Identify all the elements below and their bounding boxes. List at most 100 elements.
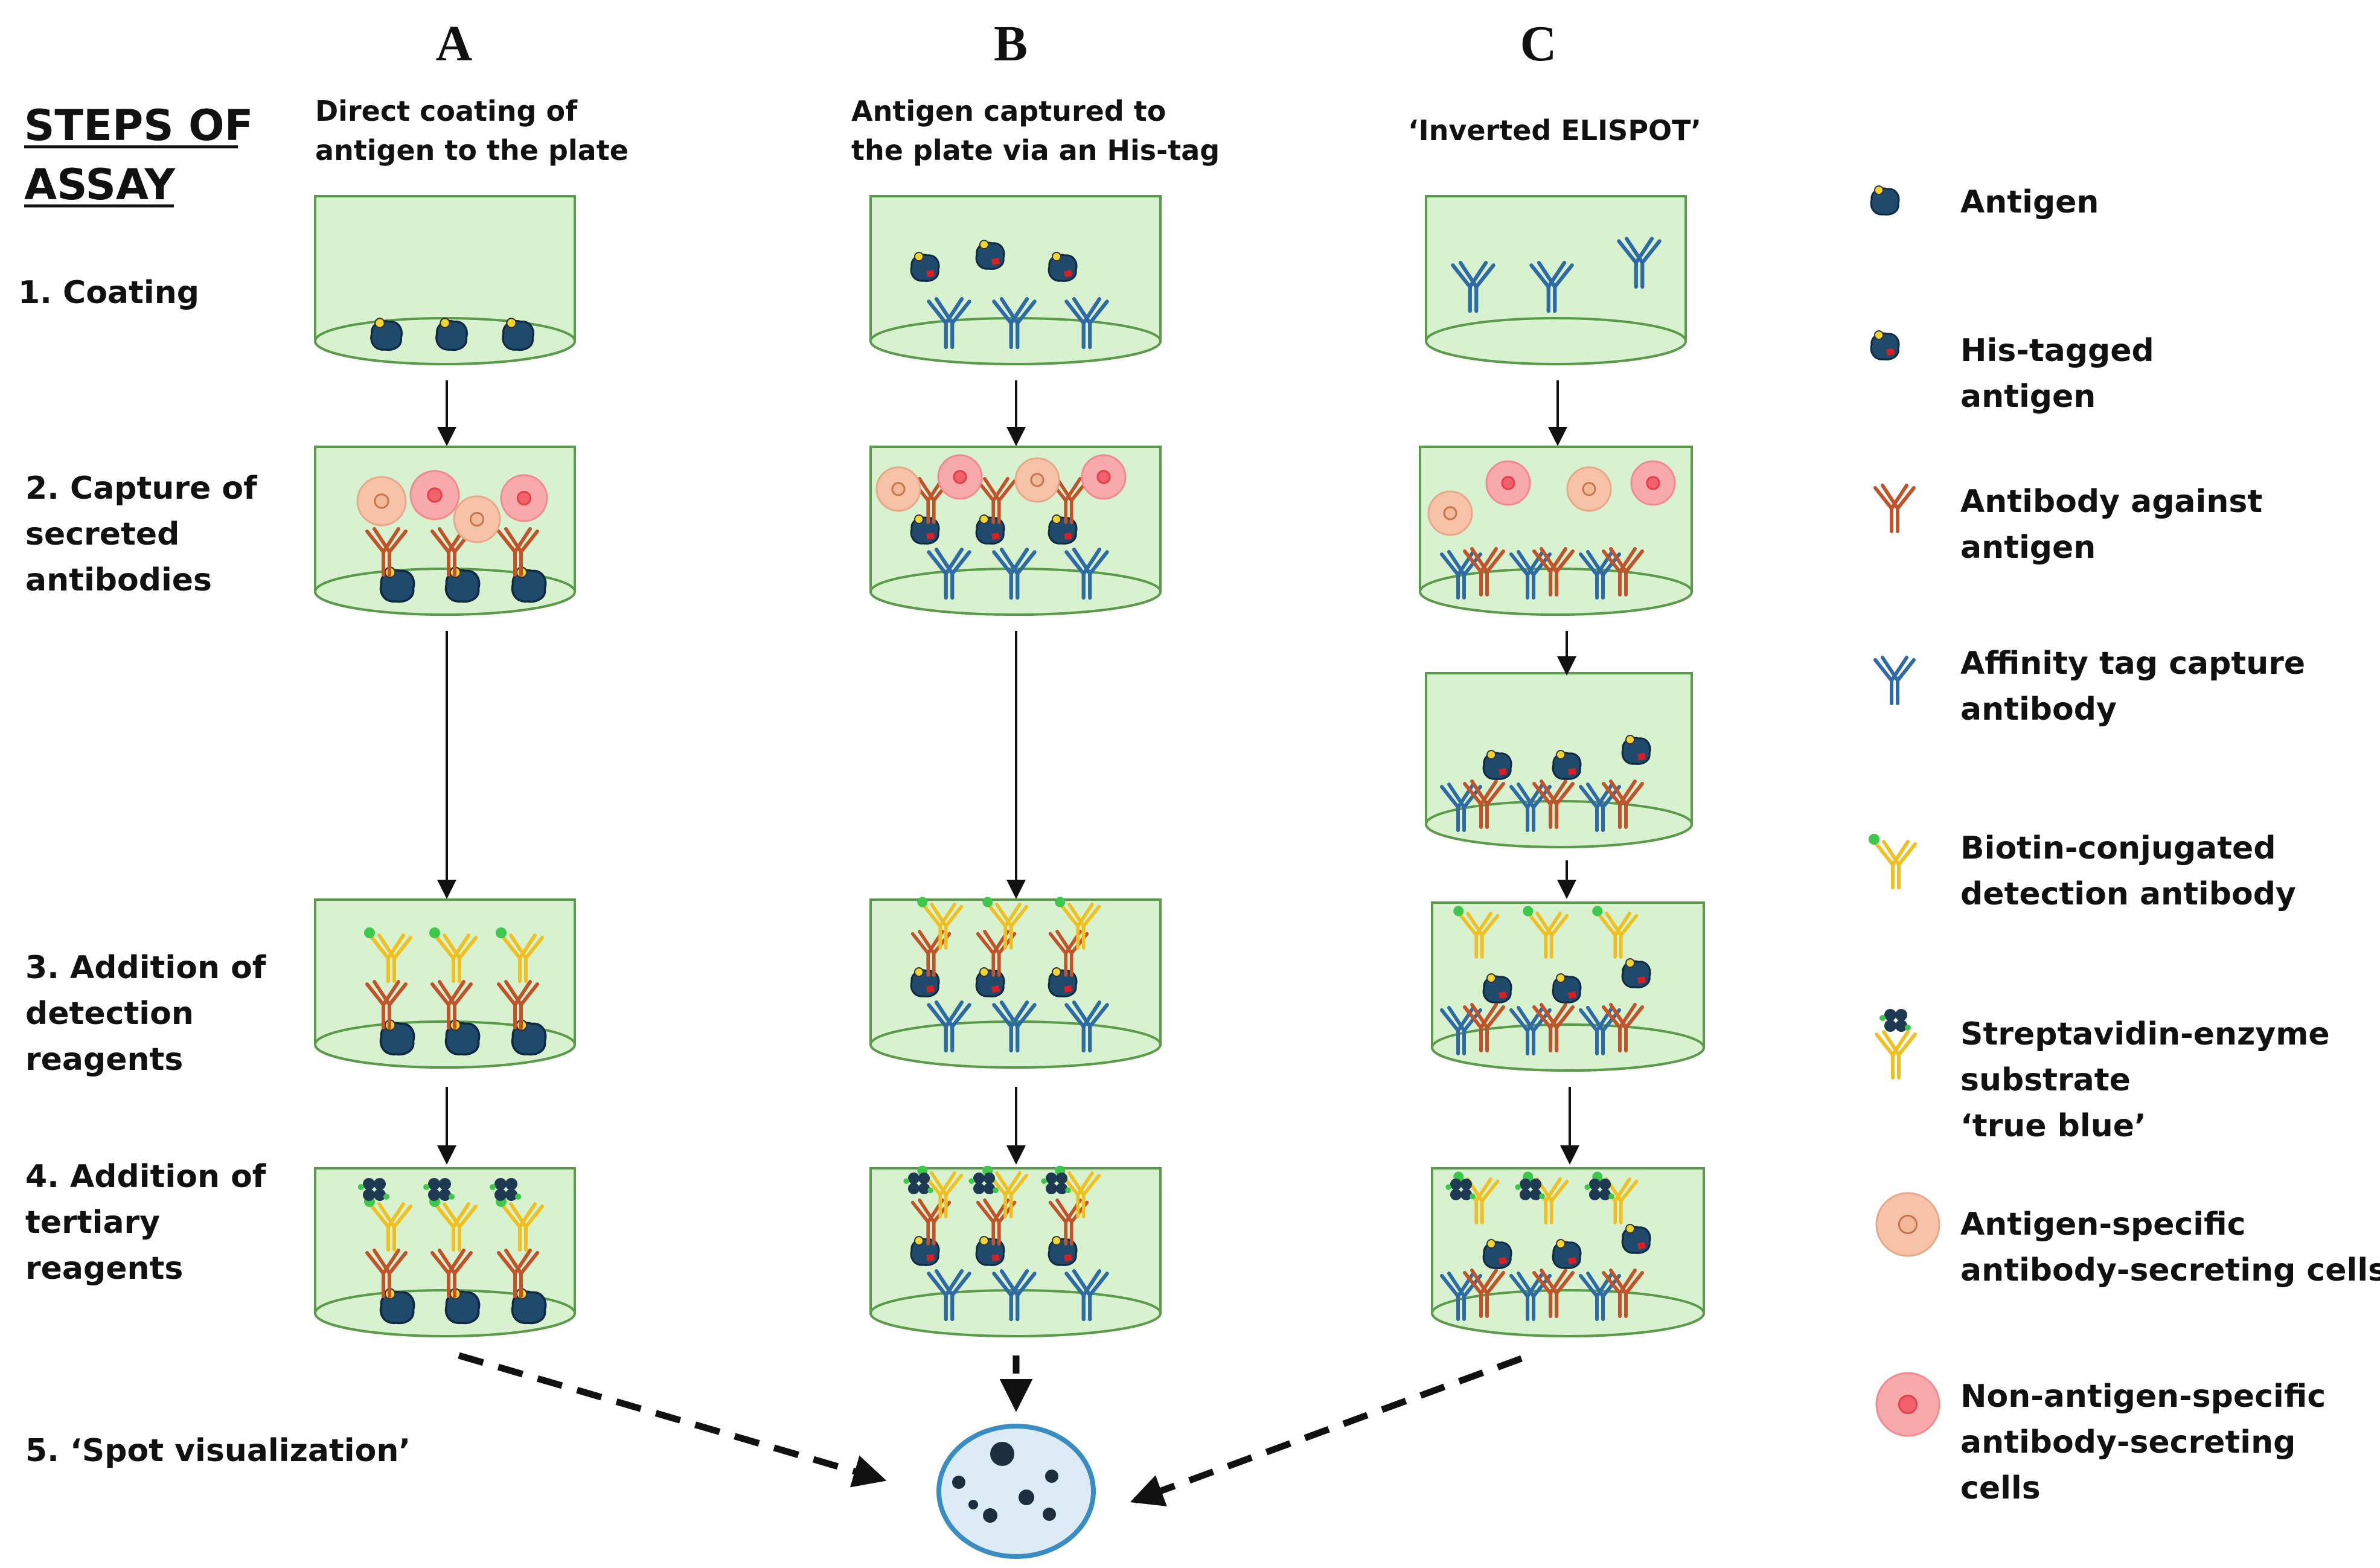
streptavidin-enzyme	[1445, 1178, 1476, 1201]
streptavidin-enzyme	[903, 1172, 933, 1195]
his-tagged-antigen	[1552, 973, 1582, 1003]
antibody-against-antigen	[1602, 779, 1644, 829]
antigen-specific-cell-icon	[1875, 1192, 1940, 1257]
non-specific-cell-icon	[1875, 1372, 1940, 1437]
antibody-against-antigen	[1532, 779, 1575, 829]
capture-antibody	[992, 548, 1037, 600]
legend-nonspecific-cell-label-line2: antibody-secreting	[1960, 1424, 2295, 1461]
column-b-subtitle-line2: the plate via an His-tag	[851, 134, 1220, 167]
column-b-subtitle-line1: Antigen captured to	[851, 95, 1166, 127]
biotin-detection-antibody	[1523, 906, 1569, 959]
column-letter-b: B	[994, 16, 1028, 72]
step-5-line1: 5. ‘Spot visualization’	[25, 1433, 411, 1469]
capture-antibody	[992, 1000, 1037, 1053]
legend-specific-cell-label-line2: antibody-secreting cells	[1960, 1252, 2380, 1288]
streptavidin-enzyme	[490, 1178, 521, 1201]
spot-dish-plate	[936, 1424, 1096, 1559]
spot	[1019, 1490, 1034, 1505]
step-2-line2: secreted	[25, 516, 179, 552]
antigen	[379, 1019, 415, 1056]
assay-title-line1: STEPS OF	[24, 101, 253, 150]
antigen	[511, 1288, 547, 1325]
capture-antibody-icon	[1873, 656, 1916, 705]
assay-title-line2: ASSAY	[24, 160, 176, 210]
his-tagged-antigen	[1482, 750, 1512, 780]
antibody-against-antigen	[497, 1249, 539, 1298]
spot	[1045, 1470, 1058, 1483]
antigen	[379, 566, 415, 603]
spot	[1043, 1508, 1056, 1521]
capture-antibody	[1509, 782, 1552, 832]
spot	[952, 1476, 965, 1489]
well-c-step-1	[1425, 195, 1687, 365]
streptavidin-enzyme	[423, 1178, 455, 1201]
step-1-line1: 1. Coating	[18, 275, 199, 311]
biotin-detection-antibody	[364, 1196, 412, 1252]
well-c-step-4	[1431, 901, 1705, 1072]
capture-antibody	[1064, 1000, 1109, 1053]
antigen-icon	[1870, 185, 1900, 216]
assay-title: STEPS OF ASSAY	[24, 101, 253, 210]
dashed-arrow-c-to-spot	[1130, 1355, 1523, 1506]
process-arrows	[437, 380, 1579, 1506]
streptavidin-cluster	[1879, 1009, 1911, 1032]
capture-antibody	[927, 548, 971, 600]
biotin-detection-antibody	[429, 927, 478, 983]
his-tagged-antigen	[1621, 1224, 1651, 1254]
capture-antibody	[1451, 261, 1495, 313]
step-2-line3: antibodies	[25, 562, 212, 598]
antigen-specific-cell	[356, 476, 407, 526]
his-tagged-antigen	[975, 240, 1005, 270]
his-tagged-antigen	[1621, 958, 1651, 988]
legend-nonspecific-cell-label-line1: Non-antigen-specific	[1960, 1378, 2326, 1415]
capture-antibody	[1064, 1269, 1109, 1322]
legend-antibody-label-line1: Antibody against	[1960, 484, 2262, 520]
antigen-specific-cell	[1427, 490, 1473, 536]
capture-antibody	[1064, 297, 1109, 350]
streptavidin-enzyme	[968, 1172, 999, 1195]
legend-icons	[1869, 185, 1940, 1437]
biotin-detection-antibody	[496, 927, 544, 983]
non-antigen-specific-cell	[1630, 460, 1676, 506]
biotin-detection-antibody	[1592, 906, 1639, 959]
non-antigen-specific-cell	[1081, 454, 1127, 500]
biotin-detection-antibody	[917, 897, 964, 950]
legend-capture-label-line2: antibody	[1960, 691, 2117, 728]
antibody-against-antigen	[1463, 1003, 1505, 1052]
antigen	[502, 318, 534, 351]
antigen	[511, 1019, 547, 1056]
column-a-subtitle-line2: antigen to the plate	[315, 134, 629, 167]
antigen	[444, 1019, 481, 1056]
spot-visualization-dish	[936, 1424, 1096, 1559]
legend-specific-cell-label-line1: Antigen-specific	[1960, 1206, 2246, 1243]
antibody-against-antigen-icon	[1873, 484, 1916, 533]
his-tagged-antigen	[975, 514, 1005, 545]
step-3-line2: detection	[25, 996, 194, 1032]
legend-capture-label-line1: Affinity tag capture	[1960, 645, 2305, 682]
step-3-line3: reagents	[25, 1042, 183, 1078]
biotin-detection-antibody	[364, 927, 412, 983]
well-b-step-3	[869, 897, 1162, 1069]
capture-antibody	[927, 297, 971, 350]
his-tagged-antigen	[1048, 1236, 1078, 1266]
antigen	[435, 318, 468, 351]
legend: Antigen His-tagged antigen Antibody agai…	[1869, 184, 2380, 1506]
his-tagged-antigen	[1482, 1239, 1512, 1269]
column-a-subtitle-line1: Direct coating of	[315, 95, 578, 127]
well-a-step-1	[314, 195, 576, 365]
streptavidin-enzyme	[1041, 1172, 1071, 1195]
capture-antibody	[1440, 1272, 1482, 1321]
capture-antibody	[1509, 1272, 1552, 1321]
dashed-arrow-a-to-spot	[458, 1352, 887, 1488]
step-4-line2: tertiary	[25, 1205, 160, 1241]
capture-antibody	[927, 1269, 971, 1322]
legend-nonspecific-cell-label-line3: cells	[1960, 1470, 2041, 1506]
spot	[983, 1508, 997, 1523]
antibody-against-antigen	[430, 980, 473, 1029]
legend-antigen-label: Antigen	[1960, 184, 2099, 220]
his-tagged-antigen	[910, 514, 940, 545]
legend-his-tagged-label-line1: His-tagged	[1960, 333, 2154, 369]
streptavidin-enzyme-icon	[1875, 1009, 1917, 1080]
capture-antibody	[1064, 548, 1109, 600]
his-tagged-antigen	[1048, 514, 1078, 545]
